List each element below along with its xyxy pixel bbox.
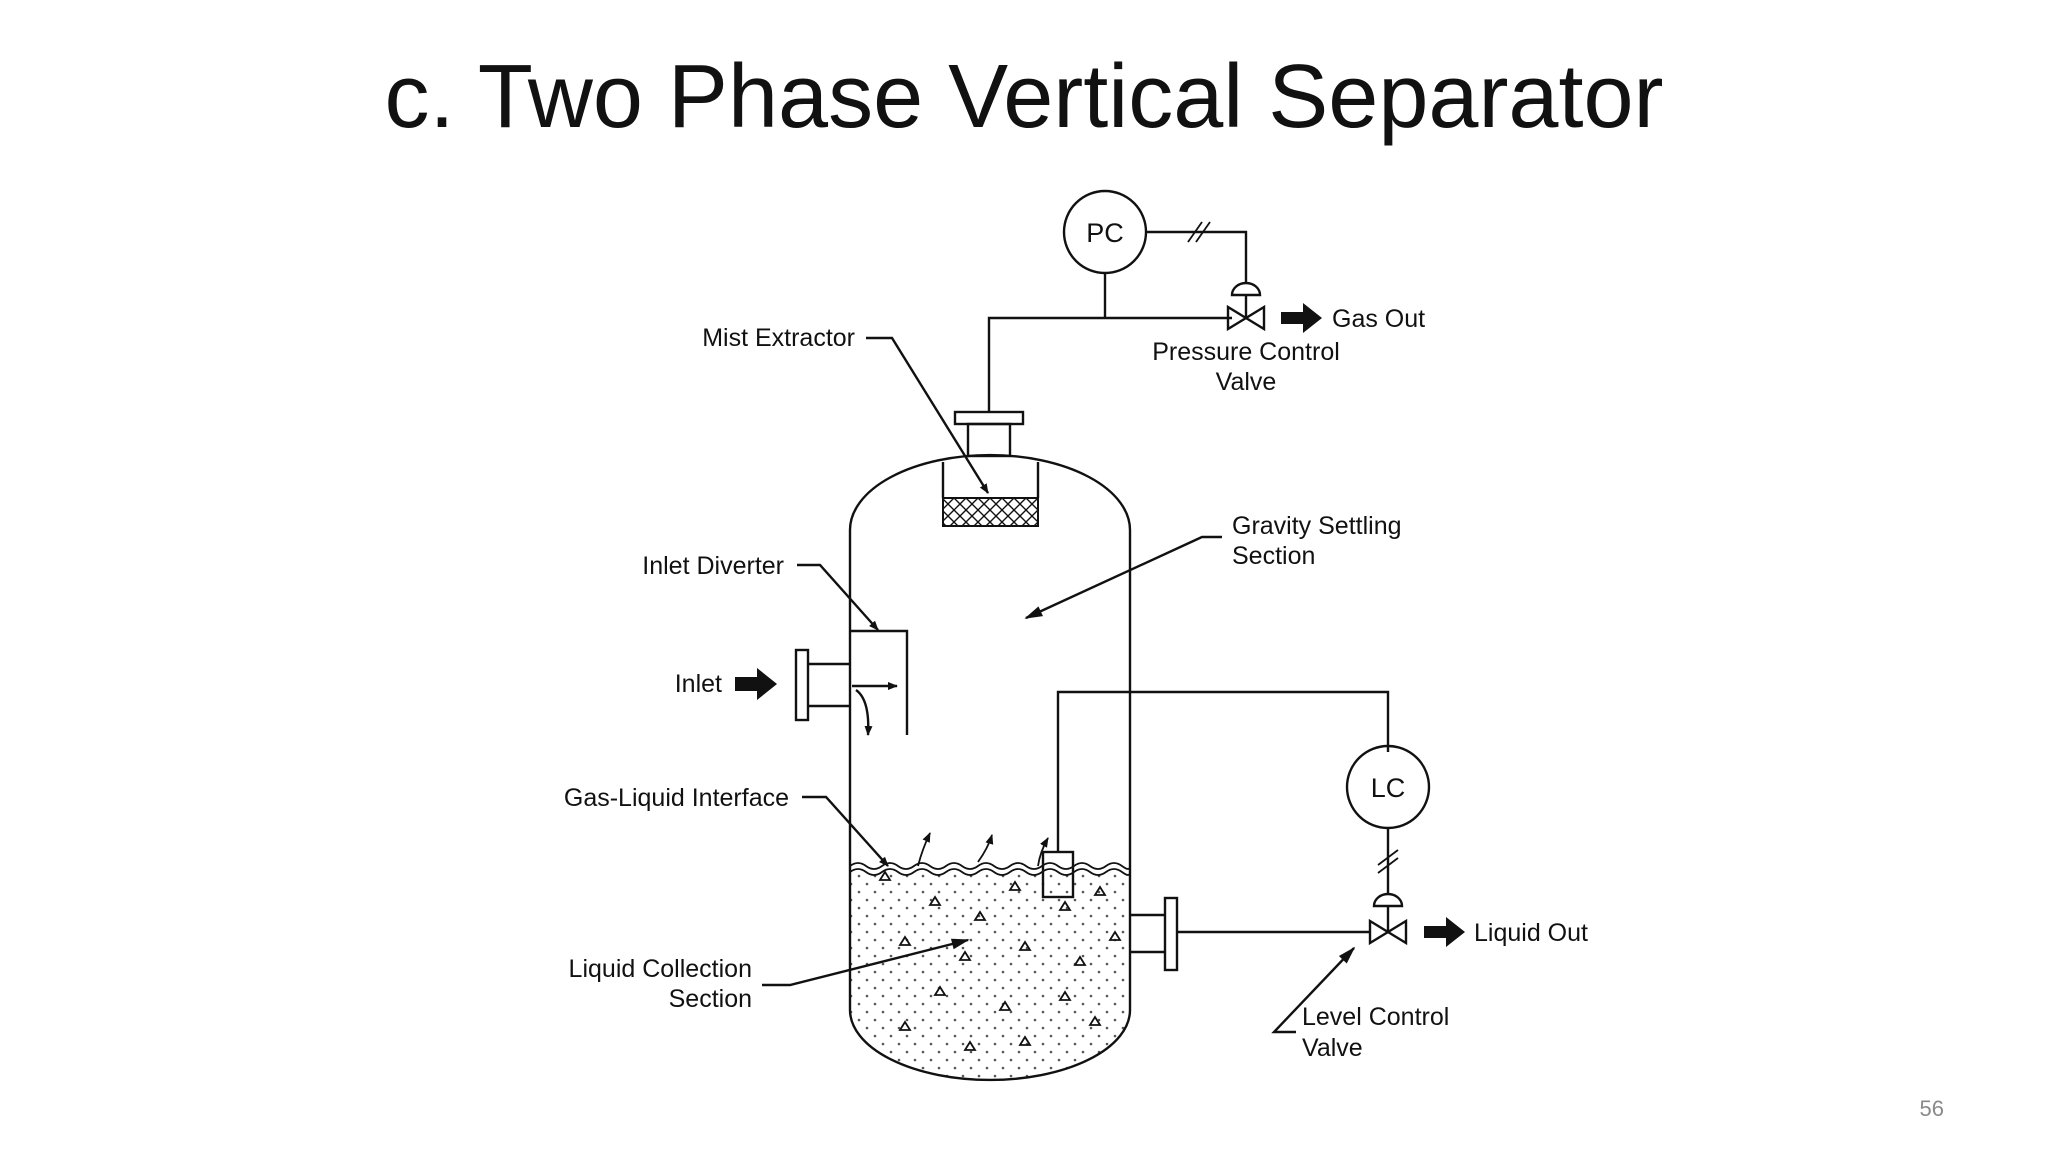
mist-extractor-leader: [866, 336, 990, 494]
lc-signal-hash: [1377, 849, 1399, 874]
lcv-actuator: [1372, 892, 1404, 908]
inlet-label: Inlet: [675, 670, 722, 698]
liquid-out-label: Liquid Out: [1474, 919, 1588, 947]
slide-number: 56: [1919, 1096, 1944, 1121]
liquid-collection-label-line1: Liquid Collection: [569, 955, 752, 983]
inlet-flange: [794, 648, 810, 722]
gas-liquid-interface-label: Gas-Liquid Interface: [564, 784, 789, 812]
gas-outlet-flange: [953, 410, 1025, 426]
bubble-arrow: [1037, 837, 1049, 867]
inlet-diverter-label: Inlet Diverter: [642, 552, 784, 580]
inlet-neck: [808, 662, 850, 708]
gravity-settling-label-line2: Section: [1232, 542, 1315, 570]
bubble-arrow: [917, 832, 931, 867]
pressure-control-valve-label-line1: Pressure Control: [1152, 338, 1340, 366]
mist-extractor: [942, 497, 1039, 527]
mist-extractor-frame: [941, 462, 1040, 498]
gas-out-label: Gas Out: [1332, 305, 1425, 333]
mist-extractor-label: Mist Extractor: [702, 324, 855, 352]
separator-vessel: [848, 453, 1132, 1082]
slide-title: c. Two Phase Vertical Separator: [384, 47, 1664, 147]
liquid-droplets: [878, 870, 1122, 1051]
inlet-arrow: [735, 668, 777, 700]
level-sense-line: [1056, 690, 1390, 852]
level-control-valve-label-line2: Valve: [1302, 1034, 1363, 1062]
liquid-outlet-flange: [1163, 896, 1179, 972]
pcv-actuator: [1230, 281, 1262, 297]
level-control-valve-leader: [1271, 946, 1356, 1034]
liquid-outlet-neck: [1130, 913, 1165, 954]
gas-out-arrow: [1281, 303, 1322, 333]
pc-signal-hash: [1187, 221, 1211, 243]
liquid-fill: [850, 870, 1130, 1080]
gas-liquid-interface-wave-2: [849, 868, 1131, 876]
pressure-control-valve: [1226, 304, 1266, 332]
level-control-valve: [1368, 918, 1408, 946]
gas-liquid-interface-leader: [802, 795, 889, 867]
gravity-settling-label-line1: Gravity Settling: [1232, 512, 1402, 540]
inlet-diverter-leader: [797, 563, 879, 631]
pressure-control-valve-label-line2: Valve: [1216, 368, 1277, 396]
liquid-out-arrow: [1424, 917, 1465, 947]
liquid-collection-leader: [762, 938, 970, 987]
inlet-flow-curve: [855, 689, 873, 736]
gas-outlet-neck: [966, 422, 1012, 458]
level-control-valve-label-line1: Level Control: [1302, 1003, 1449, 1031]
liquid-collection-label-line2: Section: [669, 985, 752, 1013]
gas-liquid-interface-wave: [849, 862, 1131, 870]
gas-outlet-line: [987, 316, 1232, 412]
pc-signal-line: [1146, 230, 1248, 283]
level-controller-label: LC: [1371, 773, 1406, 803]
pressure-controller-label: PC: [1086, 218, 1124, 248]
inlet-diverter: [850, 629, 909, 735]
gravity-settling-leader: [1024, 535, 1222, 620]
bubble-arrow: [977, 834, 994, 863]
